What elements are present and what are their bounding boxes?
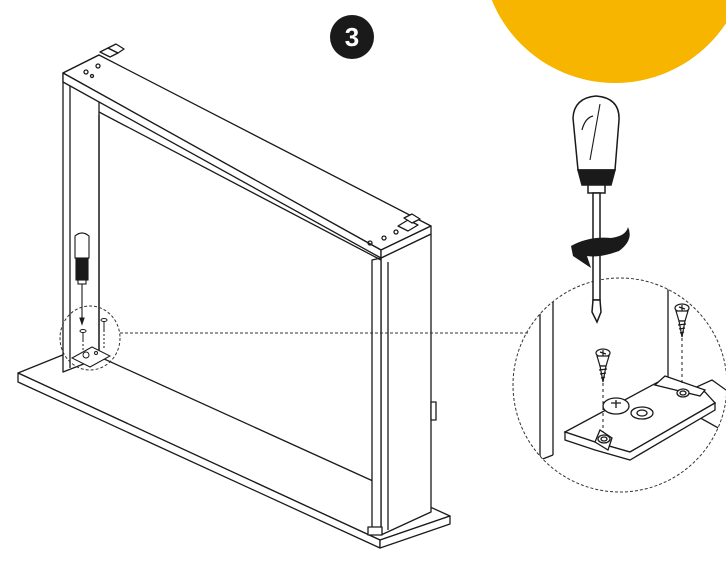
small-screws [79,318,108,350]
step-badge: 3 [330,15,374,59]
furniture-frame [17,43,451,549]
step-badge-circle [330,15,374,59]
screwdriver-icon [572,95,620,324]
small-screwdriver [74,232,90,326]
top-panel [62,54,432,259]
accent-blob [491,0,726,83]
screw-icon [595,348,611,432]
small-bracket [70,346,112,368]
top-connectors [99,43,421,232]
detail-view [512,277,726,493]
left-side-panel [62,54,100,373]
side-knob [430,401,437,421]
right-side-panel [371,233,432,536]
step-number: 3 [345,22,359,52]
callout-indicator [59,305,528,371]
screw-icon [674,303,690,386]
cam-holes [83,63,399,246]
detail-circle [512,277,726,493]
base-board [17,347,451,549]
rotate-clockwise-arrow-icon [571,227,630,268]
mounting-bracket [563,375,717,461]
